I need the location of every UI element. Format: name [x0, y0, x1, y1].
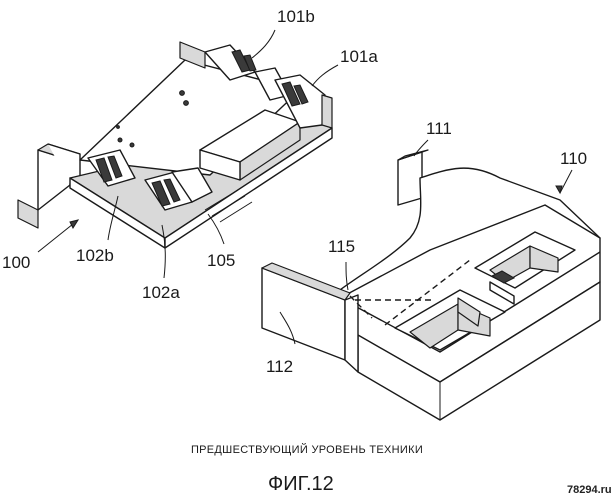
label-115: 115	[328, 237, 355, 256]
figure-title: ФИГ.12	[268, 473, 334, 495]
label-112: 112	[266, 357, 293, 376]
caption-prior-art: ПРЕДШЕСТВУЮЩИЙ УРОВЕНЬ ТЕХНИКИ	[191, 443, 423, 456]
housing-110-drawing	[261, 149, 601, 421]
label-102a: 102a	[142, 283, 180, 302]
label-102b: 102b	[76, 246, 114, 265]
label-101a: 101a	[340, 47, 378, 66]
leader-lines	[37, 29, 573, 345]
assembly-100-drawing	[17, 41, 333, 249]
watermark: 78294.ru	[567, 484, 612, 496]
label-111: 111	[426, 119, 452, 138]
label-101b: 101b	[277, 7, 315, 26]
label-100: 100	[2, 253, 30, 272]
label-110: 110	[560, 149, 587, 168]
label-105: 105	[207, 251, 235, 270]
